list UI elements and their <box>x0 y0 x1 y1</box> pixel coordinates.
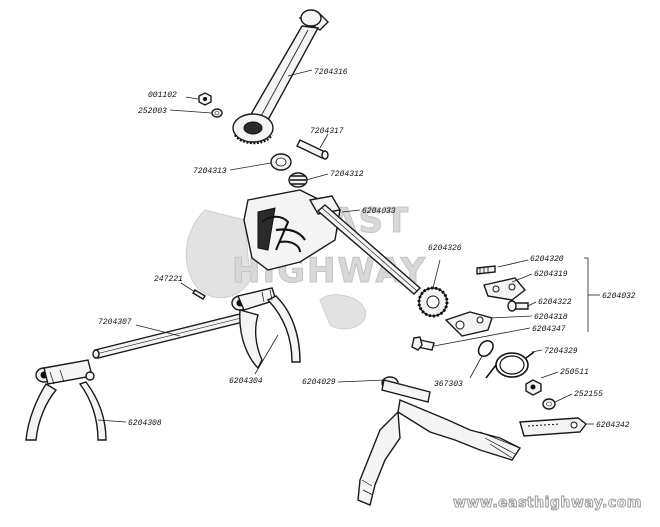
clip-367303 <box>477 340 494 357</box>
label-252003: 252003 <box>138 107 167 116</box>
label-001102: 001102 <box>148 91 177 100</box>
label-6204032: 6204032 <box>602 292 636 301</box>
bracket-6204319 <box>483 277 527 301</box>
label-7204329: 7204329 <box>544 347 578 356</box>
label-250511: 250511 <box>560 368 589 377</box>
label-247221: 247221 <box>154 275 183 284</box>
label-7204317: 7204317 <box>310 127 344 136</box>
nut-001102-hole <box>203 97 207 101</box>
label-6204326: 6204326 <box>428 244 462 253</box>
label-7204316: 7204316 <box>314 68 348 77</box>
watermark-url: www.easthighway.com <box>452 495 642 512</box>
label-6204320: 6204320 <box>530 255 564 264</box>
plate-6204318 <box>444 311 493 337</box>
fork-6204304 <box>231 287 301 370</box>
pin-247221 <box>192 289 206 300</box>
fork-6204308 <box>25 359 107 441</box>
label-6204304: 6204304 <box>229 377 263 386</box>
gear-lever <box>232 9 329 145</box>
label-7204307: 7204307 <box>98 318 132 327</box>
selector-plate-6204033 <box>243 189 422 295</box>
screw-6204322 <box>507 300 529 312</box>
bolt-6204347 <box>411 336 435 351</box>
leader-lines <box>97 69 600 425</box>
label-6204342: 6204342 <box>596 421 630 430</box>
label-6204318: 6204318 <box>534 313 568 322</box>
gear-6204326 <box>417 286 449 318</box>
label-367303: 367303 <box>434 380 463 389</box>
label-6204322: 6204322 <box>538 298 572 307</box>
label-6204308: 6204308 <box>128 419 162 428</box>
label-6204033: 6204033 <box>362 207 396 216</box>
label-252155: 252155 <box>574 390 603 399</box>
tab-plate-6204342 <box>519 417 587 437</box>
fork-6204029 <box>357 376 522 506</box>
stud-6204320 <box>476 265 496 275</box>
label-6204319: 6204319 <box>534 270 568 279</box>
label-6204347: 6204347 <box>532 325 566 334</box>
label-7204312: 7204312 <box>330 170 364 179</box>
spring-7204329 <box>485 351 535 379</box>
label-6204029: 6204029 <box>302 378 336 387</box>
pin-7204317 <box>296 139 329 160</box>
part-labels: 7204316 001102 252003 7204317 7204313 72… <box>98 68 636 430</box>
label-7204313: 7204313 <box>193 167 227 176</box>
spring-7204312 <box>288 172 308 188</box>
